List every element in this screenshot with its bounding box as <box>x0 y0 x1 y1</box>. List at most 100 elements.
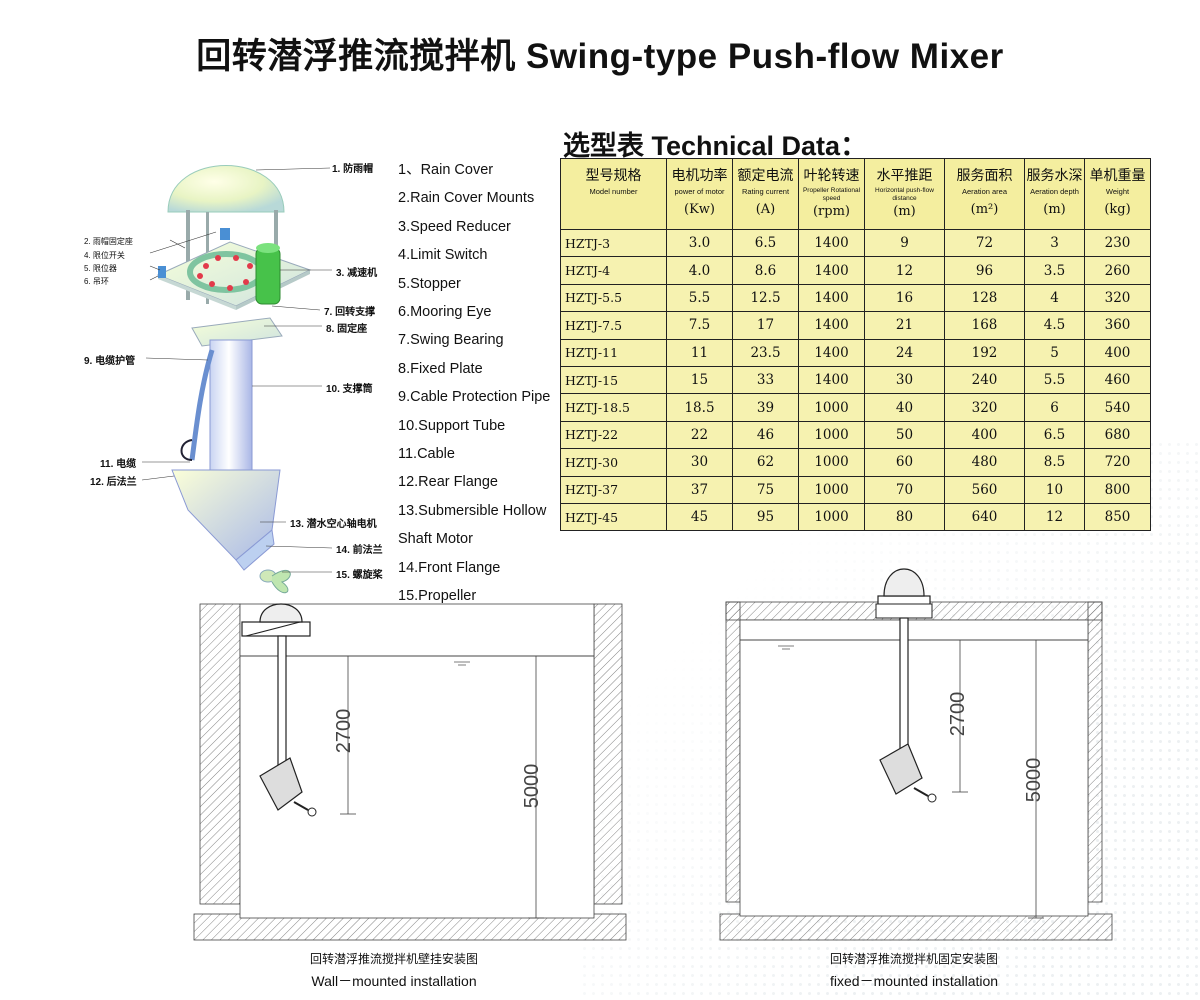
column-header-depth: 服务水深 Aeration depth (m) <box>1024 158 1085 230</box>
table-cell: 1000 <box>798 475 865 504</box>
table-cell: 33 <box>732 365 799 395</box>
dim-long-label: 5000 <box>521 764 543 809</box>
legend-item: 10.Support Tube <box>398 417 506 434</box>
table-cell: 460 <box>1084 365 1151 395</box>
column-header-distance: 水平推距 Horizontal push-flow distance (m) <box>864 158 945 230</box>
table-cell: 72 <box>944 228 1025 258</box>
table-cell: 192 <box>944 338 1025 367</box>
table-cell: 18.5 <box>666 393 733 422</box>
callout-support-tube: 10. 支撑筒 <box>326 384 373 395</box>
model-cell: HZTJ-5.5 <box>560 283 667 313</box>
table-cell: 640 <box>944 502 1025 532</box>
table-cell: 6 <box>1024 393 1085 422</box>
model-cell: HZTJ-22 <box>560 420 667 450</box>
table-cell: 21 <box>864 311 945 340</box>
legend-item: 4.Limit Switch <box>398 247 488 264</box>
model-cell: HZTJ-37 <box>560 475 667 504</box>
legend-item: 6.Mooring Eye <box>398 304 492 321</box>
column-header-current: 额定电流 Rating current (A) <box>732 158 799 230</box>
callout-stopper: 5. 限位器 <box>84 264 117 273</box>
callout-motor: 13. 潜水空心轴电机 <box>290 519 377 530</box>
table-cell: 96 <box>944 256 1025 285</box>
table-cell: 23.5 <box>732 338 799 367</box>
model-cell: HZTJ-45 <box>560 502 667 532</box>
dim-long-label: 5000 <box>1023 758 1045 803</box>
model-cell: HZTJ-7.5 <box>560 311 667 340</box>
wall-mounted-drawing: 2700 5000 <box>193 603 627 941</box>
caption-en: fixed－mounted installation <box>830 973 999 989</box>
table-cell: 6.5 <box>732 228 799 258</box>
table-cell: 46 <box>732 420 799 450</box>
table-cell: 1400 <box>798 365 865 395</box>
legend-item: 15.Propeller <box>398 588 477 605</box>
callout-swing-bearing: 7. 回转支撑 <box>324 307 376 318</box>
model-cell: HZTJ-11 <box>560 338 667 367</box>
table-cell: 37 <box>666 475 733 504</box>
callout-speed-reducer: 3. 减速机 <box>336 268 378 279</box>
model-cell: HZTJ-15 <box>560 365 667 395</box>
table-cell: 4.5 <box>1024 311 1085 340</box>
table-cell: 8.5 <box>1024 448 1085 477</box>
callout-cable: 11. 电缆 <box>100 459 137 470</box>
legend-item: 12.Rear Flange <box>398 474 498 491</box>
table-cell: 1400 <box>798 338 865 367</box>
table-cell: 11 <box>666 338 733 367</box>
table-cell: 128 <box>944 283 1025 313</box>
callout-fixed-plate: 8. 固定座 <box>326 324 368 335</box>
parts-legend: 1、Rain Cover 2.Rain Cover Mounts 3.Speed… <box>398 156 568 611</box>
page-title: 回转潜浮推流搅拌机 Swing-type Push-flow Mixer <box>196 37 1004 76</box>
table-cell: 320 <box>1084 283 1151 313</box>
table-cell: 800 <box>1084 475 1151 504</box>
legend-item: 9.Cable Protection Pipe <box>398 389 551 406</box>
table-cell: 4 <box>1024 283 1085 313</box>
legend-item: 3.Speed Reducer <box>398 218 511 235</box>
table-cell: 45 <box>666 502 733 532</box>
legend-item: 5.Stopper <box>398 275 461 292</box>
technical-data-title: 选型表 Technical Data： <box>563 131 868 161</box>
table-cell: 30 <box>666 448 733 477</box>
table-cell: 1400 <box>798 228 865 258</box>
caption-en: Wall－mounted installation <box>311 973 477 989</box>
callout-front-flange: 14. 前法兰 <box>336 545 383 556</box>
caption-cn: 回转潜浮推流搅拌机固定安装图 <box>830 952 999 966</box>
callout-mooring-eye: 6. 吊环 <box>84 277 109 286</box>
table-cell: 8.6 <box>732 256 799 285</box>
table-cell: 75 <box>732 475 799 504</box>
table-cell: 540 <box>1084 393 1151 422</box>
table-cell: 260 <box>1084 256 1151 285</box>
legend-item: 1、Rain Cover <box>398 162 494 178</box>
column-header-power: 电机功率 power of motor (Kw) <box>666 158 733 230</box>
table-cell: 1400 <box>798 256 865 285</box>
table-cell: 1000 <box>798 502 865 532</box>
table-cell: 60 <box>864 448 945 477</box>
wall-mounted-caption: 回转潜浮推流搅拌机壁挂安装图 Wall－mounted installation <box>310 950 478 991</box>
table-cell: 560 <box>944 475 1025 504</box>
table-cell: 400 <box>1084 338 1151 367</box>
caption-cn: 回转潜浮推流搅拌机壁挂安装图 <box>310 952 479 966</box>
table-cell: 16 <box>864 283 945 313</box>
table-cell: 5.5 <box>1024 365 1085 395</box>
fixed-mounted-caption: 回转潜浮推流搅拌机固定安装图 fixed－mounted installatio… <box>830 950 998 991</box>
fixed-mounted-drawing: 2700 5000 <box>719 568 1113 941</box>
table-cell: 24 <box>864 338 945 367</box>
table-cell: 50 <box>864 420 945 450</box>
table-cell: 22 <box>666 420 733 450</box>
table-cell: 1400 <box>798 283 865 313</box>
table-cell: 5.5 <box>666 283 733 313</box>
mixer-exploded-figure: 1. 防雨帽 2. 雨帽固定座 4. 限位开关 5. 限位器 6. 吊环 3. … <box>60 130 383 600</box>
callout-propeller: 15. 螺旋桨 <box>336 570 383 581</box>
mixer-illustration <box>141 165 333 594</box>
table-cell: 1000 <box>798 448 865 477</box>
callout-rear-flange: 12. 后法兰 <box>90 477 137 488</box>
table-cell: 30 <box>864 365 945 395</box>
column-header-speed: 叶轮转速 Propeller Rotational speed (rpm) <box>798 158 865 230</box>
